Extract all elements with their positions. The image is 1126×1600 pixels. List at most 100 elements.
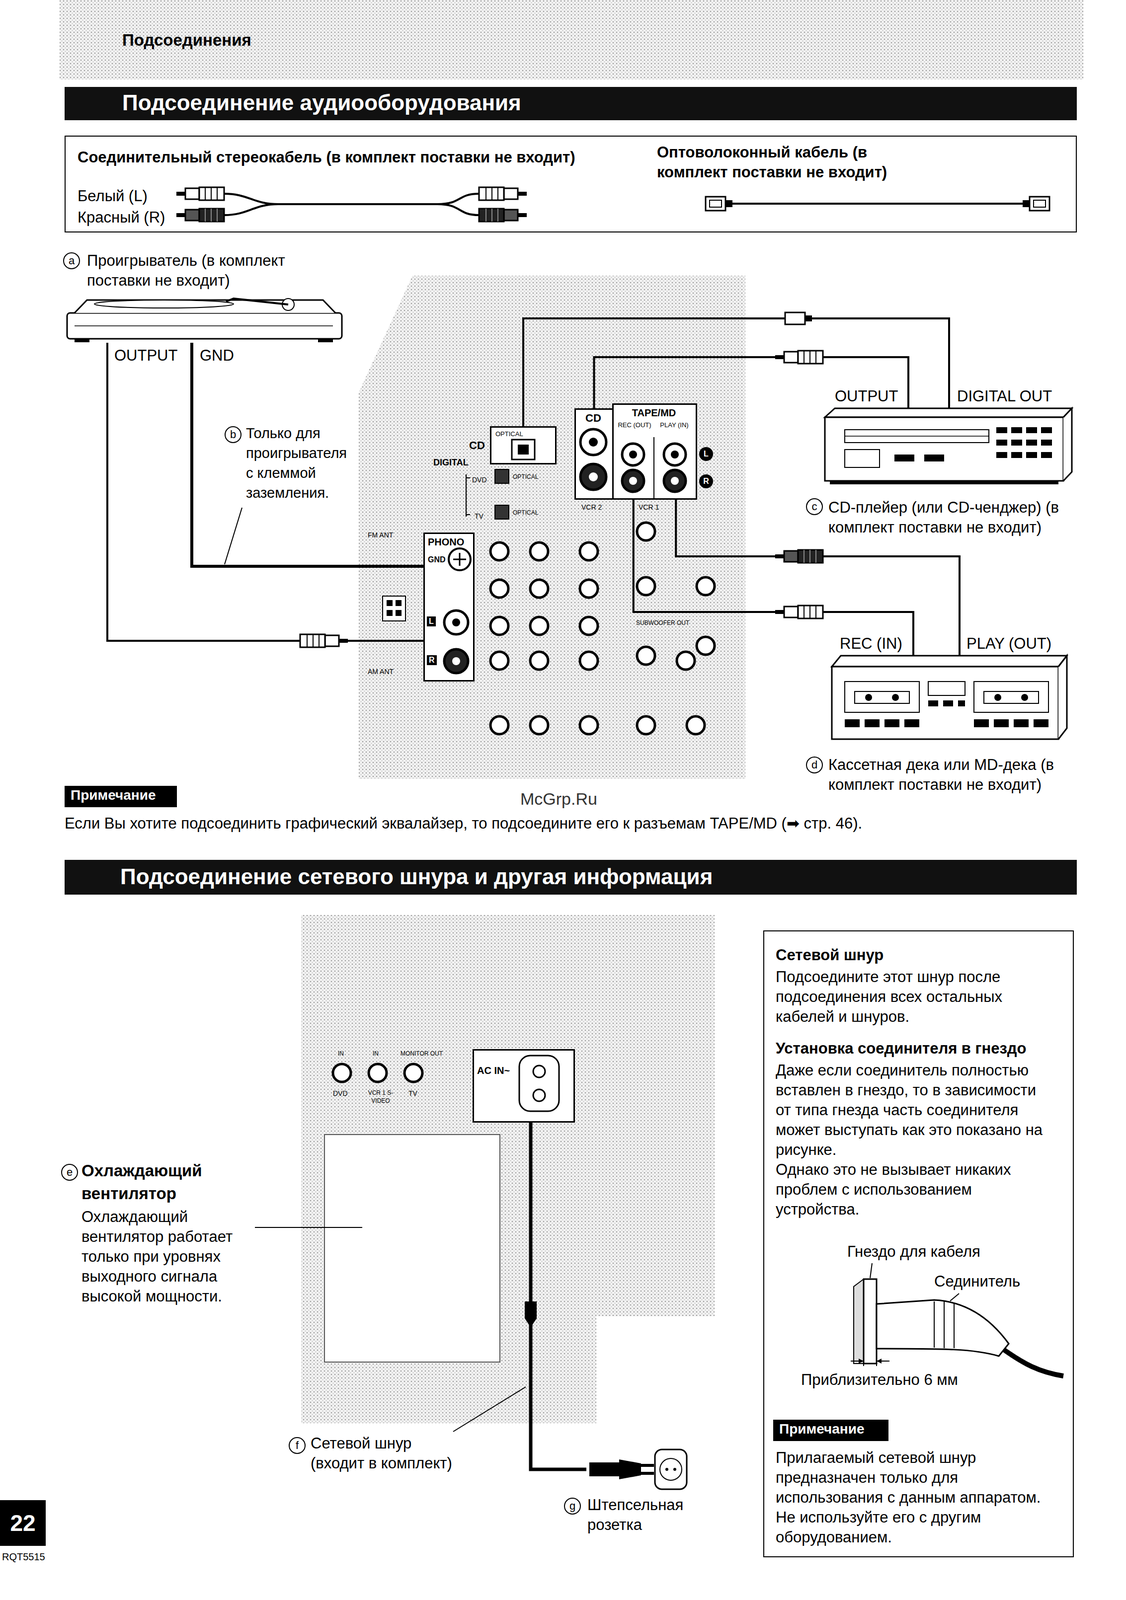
node-text: Сетевой шнур [775, 945, 884, 966]
callout-letter: d [805, 756, 823, 774]
note-text: Только для проигрывателя с клеммой зазем… [245, 423, 356, 503]
jack-label: MONITOR OUT [400, 1049, 443, 1058]
receiver-rear-panel [670, 477, 679, 485]
receiver-rear-panel [622, 470, 644, 492]
cassette-deck-drawing [844, 681, 920, 713]
receiver-rear-panel [622, 443, 644, 466]
optical-input: OPTICAL [489, 426, 557, 465]
receiver-rear-panel [686, 716, 705, 735]
receiver-rear-panel-lower [533, 1065, 546, 1078]
receiver-rear-panel-lower [533, 1089, 546, 1102]
receiver-rear-panel [629, 450, 638, 459]
node-text: Примечание [779, 1420, 865, 1439]
optical-cable [705, 196, 1050, 211]
receiver-rear-panel [490, 542, 509, 561]
node-text: Подсоединение аудиооборудования [122, 89, 522, 116]
cable-connector [523, 318, 950, 427]
node-text: R [426, 655, 437, 666]
part-heading: Охлаждающий вентилятор [81, 1159, 236, 1206]
cable-connector [191, 342, 424, 567]
receiver-rear-panel [663, 443, 686, 466]
jack-label: IN [337, 1049, 344, 1058]
receiver-rear-panel [588, 437, 598, 447]
receiver-rear-panel [663, 470, 686, 492]
turntable-drawing [226, 298, 289, 305]
plug-socket-figure [850, 1263, 1064, 1377]
turntable-drawing [94, 300, 234, 309]
receiver-rear-panel [676, 651, 695, 670]
outlet-drawing [619, 1459, 642, 1480]
cable-connector [594, 357, 909, 409]
cable-key-box: Соединительный стереокабель (в комплект … [64, 135, 1077, 233]
node-text: PHONO [427, 536, 465, 549]
node-text: CD-плейер (или CD-ченджер) (в комплект п… [828, 497, 1072, 538]
outlet-drawing [641, 1465, 654, 1474]
outlet-drawing [589, 1449, 687, 1490]
cable-plugs [785, 312, 812, 325]
node-text: REC (OUT) [615, 420, 654, 430]
signal-label: GND [199, 345, 235, 366]
node-text: Оптоволоконный кабель (в комплект постав… [656, 142, 916, 183]
stereo-cable [176, 187, 527, 222]
plug-socket-figure [1003, 1350, 1064, 1377]
plug-socket-figure [858, 1359, 882, 1365]
jack-label: DVD [332, 1089, 348, 1099]
dimension: Приблизительно 6 мм [801, 1370, 959, 1391]
header-texture [59, 0, 1084, 80]
plug-socket-figure [876, 1300, 1009, 1357]
phono-input: PHONOGNDLR [423, 532, 475, 682]
jack-label: TV [474, 511, 484, 521]
leader-line [254, 1227, 526, 1433]
turntable-drawing [74, 338, 90, 343]
cassette-deck-drawing [994, 694, 1002, 702]
receiver-rear-panel [530, 617, 549, 636]
receiver-rear-panel [696, 637, 715, 655]
receiver-rear-panel [670, 450, 679, 459]
cable-plugs [804, 315, 812, 322]
receiver-rear-panel [386, 600, 393, 607]
receiver-rear-panel-lower [301, 915, 715, 1424]
node-text: AC IN~ [477, 1064, 510, 1077]
node-text: Подсоединение сетевого шнура и другая ин… [120, 864, 713, 890]
plug-socket-figure [950, 1293, 960, 1302]
turntable-drawing [318, 338, 333, 343]
signal-label: REC (IN) [839, 634, 903, 654]
cassette-deck-drawing [831, 655, 1067, 740]
cassette-deck-drawing [891, 694, 899, 702]
cd-player-drawing [824, 408, 1072, 418]
receiver-rear-panel [494, 505, 509, 520]
cd-player: CD-плейер (или CD-ченджер) (в комплект п… [805, 408, 1075, 541]
leader-line [224, 507, 242, 565]
receiver-rear-panel [490, 651, 509, 670]
plug-socket-figure [863, 1279, 877, 1365]
note-tag: Примечание [773, 1420, 889, 1442]
leader-line [254, 1227, 363, 1229]
jack-label: VCR 2 [581, 502, 602, 512]
callout-letter: a [63, 252, 81, 270]
cable-plugs [300, 634, 348, 648]
receiver-rear-panel [452, 618, 461, 627]
callout-letter: e [61, 1164, 79, 1182]
receiver-rear-panel [490, 617, 509, 636]
callout-letter: g [563, 1498, 581, 1516]
receiver-rear-panel [490, 716, 509, 735]
jack-label: VCR 1 S-VIDEO [365, 1089, 397, 1106]
optical-cable [725, 200, 733, 208]
leader-line [224, 507, 242, 565]
outlet-drawing [589, 1462, 620, 1477]
receiver-rear-panel-lower [404, 1064, 423, 1083]
receiver-rear-panel [629, 477, 638, 485]
figure-label: Гнездо для кабеля [847, 1242, 981, 1263]
cd-player-drawing [1063, 408, 1072, 482]
plug-socket-figure [870, 1263, 873, 1279]
jack-label: DIGITAL [433, 457, 469, 469]
cable-plugs [524, 1301, 537, 1319]
node-text: Кассетная дека или MD-дека (в комплект п… [828, 755, 1072, 796]
node-text: Примечание [70, 786, 157, 805]
receiver-rear-panel [579, 651, 598, 670]
node-text: Проигрыватель (в комплект поставки не вх… [86, 250, 336, 291]
receiver-rear-panel-lower [324, 1134, 500, 1363]
receiver-rear-panel [588, 472, 598, 482]
cassette-deck-drawing [831, 655, 1067, 667]
